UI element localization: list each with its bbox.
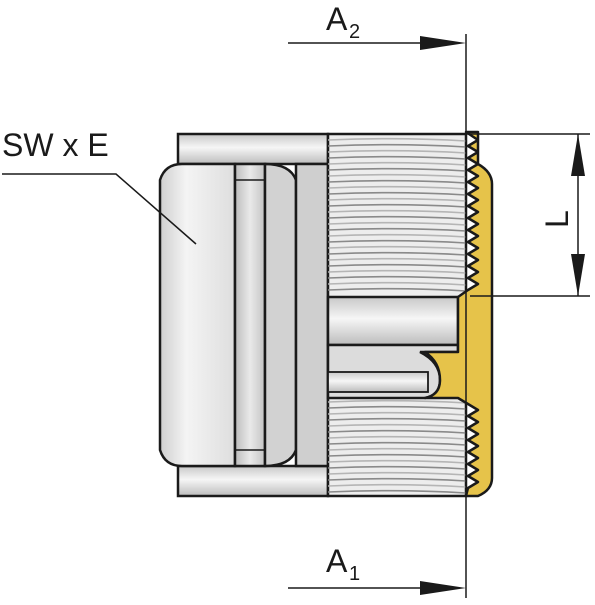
thread-line [327,257,467,262]
thread-line [327,209,467,214]
thread-line [327,275,467,280]
thread-line [327,423,467,428]
thread-line [327,227,467,232]
thread-line [327,269,467,274]
thread-line [327,185,467,190]
thread-line [327,429,467,434]
thread-line [327,489,467,494]
bore-step [327,371,429,393]
thread-line [327,263,467,268]
thread-line [327,447,467,452]
thread-line [327,411,467,416]
bottom-rim [176,464,330,498]
a2-arrowhead [420,36,466,50]
thread-line [327,203,467,208]
brass-section [423,130,494,498]
sw-label: SW x E [2,127,109,163]
thread-line [327,471,467,476]
thread-line [327,453,467,458]
thread-line [327,251,467,256]
top-rim [176,132,330,166]
hex-body [158,132,330,498]
thread-line [327,435,467,440]
bore-cylinder [326,295,460,347]
thread-line [327,233,467,238]
a1-arrowhead [420,581,466,595]
dimension-l: L [466,133,590,297]
thread-line [327,477,467,482]
leader-sw-e: SW x E [2,127,197,245]
dimension-a1: A 1 [288,543,466,595]
threaded-section [326,132,468,498]
thread-line [327,417,467,422]
thread-line [327,221,467,226]
a1-label: A [326,543,348,579]
thread-line [327,143,467,148]
thread-line [327,441,467,446]
thread-line [327,197,467,202]
thread-line [327,137,467,142]
thread-line [327,161,467,166]
thread-line [327,399,467,404]
hex-face-left [158,162,237,468]
thread-line [327,191,467,196]
hex-face-right [263,162,298,468]
thread-line [327,155,467,160]
thread-line [327,173,467,178]
lower-threads [327,399,467,494]
hex-face-back [294,162,330,468]
thread-line [327,459,467,464]
a2-subscript: 2 [349,21,360,43]
hex-face-center [233,162,267,468]
thread-line [327,215,467,220]
upper-threads [327,137,467,292]
thread-line [327,179,467,184]
thread-line [327,281,467,286]
thread-line [327,239,467,244]
l-label: L [539,210,575,228]
thread-line [327,287,467,292]
l-arrow-up [571,134,585,176]
thread-line [327,149,467,154]
a1-subscript: 1 [349,563,360,585]
thread-line [327,483,467,488]
thread-line [327,167,467,172]
a2-label: A [326,1,348,37]
thread-line [327,405,467,410]
thread-line [327,465,467,470]
thread-line [327,245,467,250]
dimension-a2: A 2 [288,1,466,50]
l-arrow-down [571,254,585,296]
